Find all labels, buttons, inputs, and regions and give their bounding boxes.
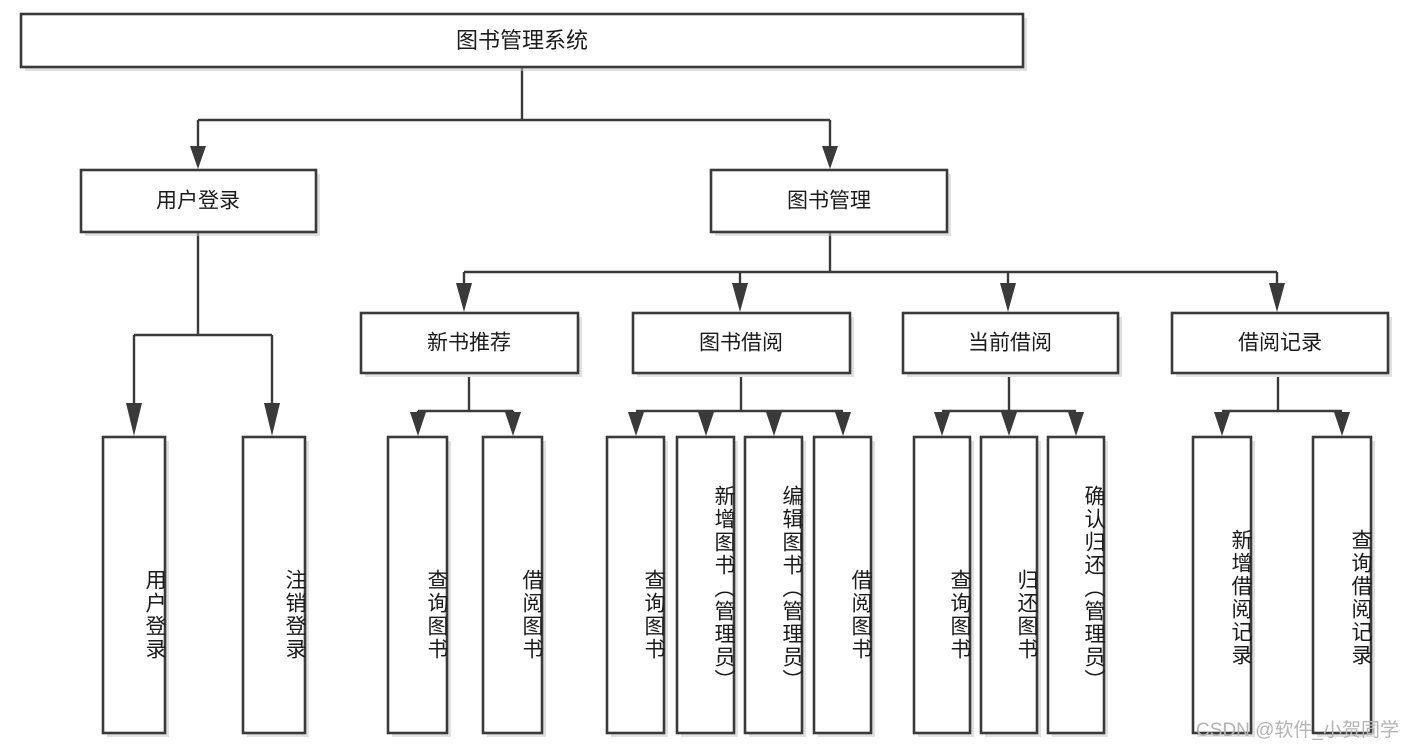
edge-layer bbox=[126, 68, 1350, 436]
node-book-management[interactable]: 图书管理 bbox=[709, 168, 951, 236]
node-book-borrow[interactable]: 图书借阅 bbox=[631, 311, 854, 377]
arrow-user-login-leaf-1 bbox=[126, 403, 142, 436]
arrow-root-to-book-mgmt bbox=[822, 146, 838, 169]
node-borrow-record-label: 借阅记录 bbox=[1238, 332, 1322, 355]
arrow-user-login-leaf-2 bbox=[264, 403, 280, 436]
leaf-box-current-borrow-2[interactable] bbox=[979, 435, 1041, 737]
node-current-borrow-label: 当前借阅 bbox=[968, 332, 1052, 355]
node-new-book-recommend[interactable]: 新书推荐 bbox=[359, 311, 582, 377]
arrow-to-book-borrow bbox=[732, 283, 748, 312]
node-root-label: 图书管理系统 bbox=[456, 28, 588, 53]
arrow-book-borrow-leaf-2 bbox=[698, 412, 714, 436]
leaf-box-new-book-2[interactable] bbox=[481, 435, 546, 737]
node-root[interactable]: 图书管理系统 bbox=[19, 12, 1027, 71]
leaf-box-current-borrow-3[interactable] bbox=[1046, 435, 1108, 737]
arrow-new-book-leaf-2 bbox=[505, 412, 521, 436]
leaf-box-book-borrow-3[interactable] bbox=[743, 435, 806, 737]
node-user-login-label: 用户登录 bbox=[156, 190, 240, 213]
node-user-login[interactable]: 用户登录 bbox=[79, 168, 320, 236]
leaf-box-current-borrow-1[interactable] bbox=[912, 435, 974, 737]
arrow-current-borrow-leaf-3 bbox=[1068, 412, 1084, 436]
arrow-to-new-book bbox=[456, 283, 472, 312]
leaf-box-user-login-2[interactable] bbox=[241, 435, 309, 737]
arrow-book-borrow-leaf-3 bbox=[766, 412, 782, 436]
node-current-borrow[interactable]: 当前借阅 bbox=[901, 311, 1122, 377]
arrow-current-borrow-leaf-1 bbox=[934, 412, 950, 436]
node-new-book-recommend-label: 新书推荐 bbox=[427, 332, 511, 355]
leaf-box-book-borrow-4[interactable] bbox=[812, 435, 875, 737]
arrow-book-borrow-leaf-4 bbox=[835, 412, 851, 436]
arrow-new-book-leaf-1 bbox=[410, 412, 426, 436]
leaf-box-user-login-1[interactable] bbox=[101, 435, 169, 737]
node-book-management-label: 图书管理 bbox=[787, 190, 871, 213]
node-book-borrow-label: 图书借阅 bbox=[699, 332, 783, 355]
arrow-to-current-borrow bbox=[1000, 283, 1016, 312]
node-borrow-record[interactable]: 借阅记录 bbox=[1170, 311, 1392, 377]
leaf-box-borrow-record-1[interactable] bbox=[1191, 435, 1255, 737]
arrow-root-to-user-login bbox=[190, 146, 206, 169]
arrow-current-borrow-leaf-2 bbox=[1001, 412, 1017, 436]
arrow-book-borrow-leaf-1 bbox=[628, 412, 644, 436]
arrow-to-borrow-record bbox=[1269, 283, 1285, 312]
leaf-box-borrow-record-2[interactable] bbox=[1311, 435, 1375, 737]
leaf-box-book-borrow-2[interactable] bbox=[675, 435, 738, 737]
leaf-box-new-book-1[interactable] bbox=[386, 435, 451, 737]
watermark: CSDN @软件_小贺同学 bbox=[1196, 720, 1399, 741]
arrow-borrow-record-leaf-1 bbox=[1214, 412, 1230, 436]
arrow-borrow-record-leaf-2 bbox=[1334, 412, 1350, 436]
leaf-box-book-borrow-1[interactable] bbox=[605, 435, 668, 737]
